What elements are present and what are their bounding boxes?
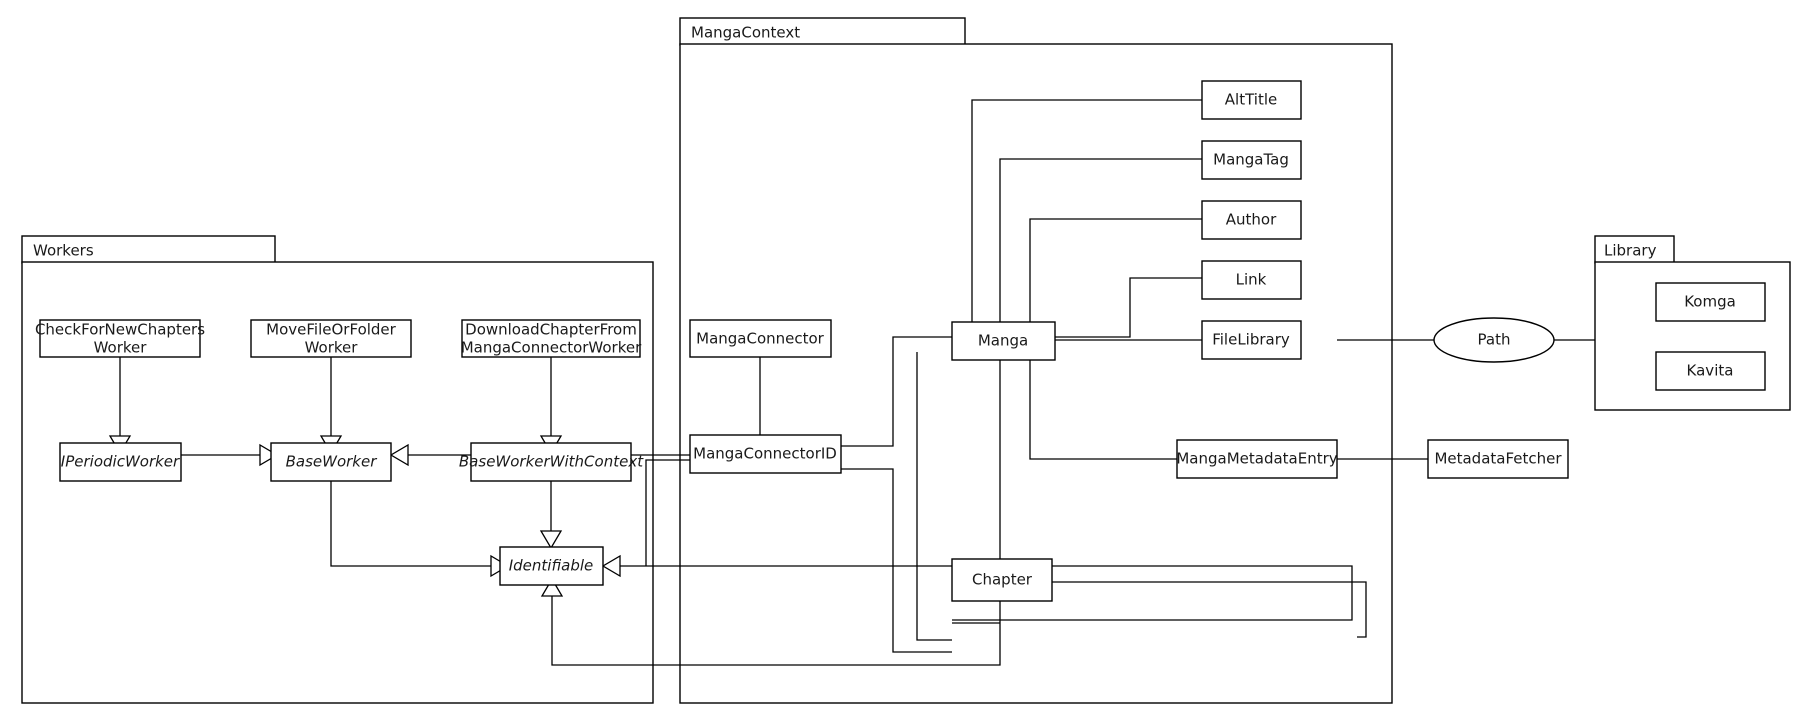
node-mangaconnector[interactable]: MangaConnector <box>689 319 832 358</box>
package-workers-tab <box>21 235 276 264</box>
node-baseworker[interactable]: BaseWorker <box>270 442 392 482</box>
edge-mangaconnectorid-to-identifiable <box>645 459 690 566</box>
node-kavita-label: Kavita <box>1687 362 1734 380</box>
edge-manga-to-mangametadataentry <box>1029 352 1177 460</box>
node-author-box <box>1201 200 1302 240</box>
node-kavita-box <box>1655 351 1766 391</box>
node-link-label: Link <box>1236 271 1267 289</box>
arrowhead-baseworker-right <box>389 443 409 467</box>
node-path-label: Path <box>1478 331 1511 349</box>
node-move-file-or-folder-worker[interactable]: MoveFileOrFolder Worker <box>250 319 412 358</box>
node-manga-label: Manga <box>978 332 1028 350</box>
node-mangaconnectorid-label: MangaConnectorID <box>693 445 837 463</box>
node-chapter-box <box>951 558 1053 602</box>
edge-manga-to-mangatag <box>999 158 1202 323</box>
node-baseworkerwithcontext-label: BaseWorkerWithContext <box>459 453 644 471</box>
node-mangametadataentry[interactable]: MangaMetadataEntry <box>1176 439 1338 479</box>
node-check-for-new-chapters-worker[interactable]: CheckForNewChapters Worker <box>35 319 205 358</box>
node-identifiable-box <box>499 546 604 586</box>
node-komga[interactable]: Komga <box>1655 282 1766 322</box>
node-baseworkerwithcontext[interactable]: BaseWorkerWithContext <box>459 442 644 482</box>
node-manga-box <box>951 321 1056 361</box>
edge-baseworker-to-identifiable <box>330 474 491 567</box>
edge-mangaconnectorid-to-manga <box>841 336 952 447</box>
node-iperiodicworker-label: IPeriodicWorker <box>61 453 180 471</box>
node-mangametadataentry-box <box>1176 439 1338 479</box>
node-mangaconnectorid-box <box>689 434 842 474</box>
node-mangaconnector-label: MangaConnector <box>696 330 825 348</box>
node-mangametadataentry-label: MangaMetadataEntry <box>1176 450 1337 468</box>
node-move-file-or-folder-worker-box <box>250 319 412 358</box>
package-mangacontext-tab <box>679 17 966 46</box>
node-path[interactable]: Path <box>1433 317 1555 363</box>
node-author-label: Author <box>1226 211 1277 229</box>
node-filelibrary-box <box>1201 320 1302 360</box>
node-mangatag-label: MangaTag <box>1213 151 1289 169</box>
edge-manga-to-chapter <box>916 352 952 641</box>
node-filelibrary-label: FileLibrary <box>1212 331 1290 349</box>
package-workers-label: Workers <box>33 242 94 260</box>
node-mangatag[interactable]: MangaTag <box>1201 140 1302 180</box>
arrowhead-identifiable-right <box>601 554 621 578</box>
node-metadatafetcher-box <box>1427 439 1569 479</box>
node-check-for-new-chapters-worker-box <box>39 319 201 358</box>
node-manga[interactable]: Manga <box>951 321 1056 361</box>
node-baseworkerwithcontext-box <box>470 442 632 482</box>
node-move-file-or-folder-worker-label-line2: Worker <box>305 339 359 357</box>
node-move-file-or-folder-worker-label-line1: MoveFileOrFolder <box>266 321 396 339</box>
edge-manga-to-author <box>1029 218 1202 323</box>
node-download-chapter-from-manga-connector-worker[interactable]: DownloadChapterFrom MangaConnectorWorker <box>461 319 642 358</box>
node-metadatafetcher-label: MetadataFetcher <box>1434 450 1562 468</box>
node-baseworker-label: BaseWorker <box>286 453 378 471</box>
node-link[interactable]: Link <box>1201 260 1302 300</box>
node-download-chapter-worker-label-line1: DownloadChapterFrom <box>465 321 637 339</box>
node-chapter[interactable]: Chapter <box>951 558 1053 602</box>
node-komga-label: Komga <box>1684 293 1736 311</box>
node-iperiodicworker[interactable]: IPeriodicWorker <box>59 442 182 482</box>
node-iperiodicworker-box <box>59 442 182 482</box>
edge-chapter-loopback <box>952 565 1353 621</box>
node-mangaconnectorid[interactable]: MangaConnectorID <box>689 434 842 474</box>
node-chapter-label: Chapter <box>972 571 1033 589</box>
node-link-box <box>1201 260 1302 300</box>
node-author[interactable]: Author <box>1201 200 1302 240</box>
node-filelibrary[interactable]: FileLibrary <box>1201 320 1302 360</box>
edge-mangaconnectorid-to-chapter <box>841 468 952 653</box>
node-baseworker-box <box>270 442 392 482</box>
node-download-chapter-worker-label-line2: MangaConnectorWorker <box>461 339 642 357</box>
edge-manga-down-to-identifiable-bottom <box>551 352 1001 666</box>
node-download-chapter-worker-box <box>461 319 641 358</box>
edge-manga-to-alttitle <box>971 99 1202 323</box>
node-alttitle-box <box>1201 80 1302 120</box>
node-komga-box <box>1655 282 1766 322</box>
package-mangacontext-label: MangaContext <box>691 24 800 42</box>
node-identifiable-label: Identifiable <box>509 557 594 575</box>
arrowhead-baseworker-left <box>259 443 279 467</box>
node-check-for-new-chapters-worker-label-line1: CheckForNewChapters <box>35 321 205 339</box>
edge-manga-to-link <box>1055 277 1202 338</box>
node-metadatafetcher[interactable]: MetadataFetcher <box>1427 439 1569 479</box>
node-mangaconnector-box <box>689 319 832 358</box>
package-library-label: Library <box>1604 242 1657 260</box>
node-kavita[interactable]: Kavita <box>1655 351 1766 391</box>
node-alttitle-label: AltTitle <box>1225 91 1277 109</box>
node-mangatag-box <box>1201 140 1302 180</box>
edge-layer <box>119 99 1595 666</box>
node-identifiable[interactable]: Identifiable <box>499 546 604 586</box>
node-path-ellipse <box>1433 317 1555 363</box>
arrowhead-identifiable-bottom <box>540 577 564 597</box>
edge-chapter-wrap <box>952 581 1367 638</box>
node-alttitle[interactable]: AltTitle <box>1201 80 1302 120</box>
node-check-for-new-chapters-worker-label-line2: Worker <box>94 339 148 357</box>
arrowhead-identifiable-top <box>539 530 563 550</box>
